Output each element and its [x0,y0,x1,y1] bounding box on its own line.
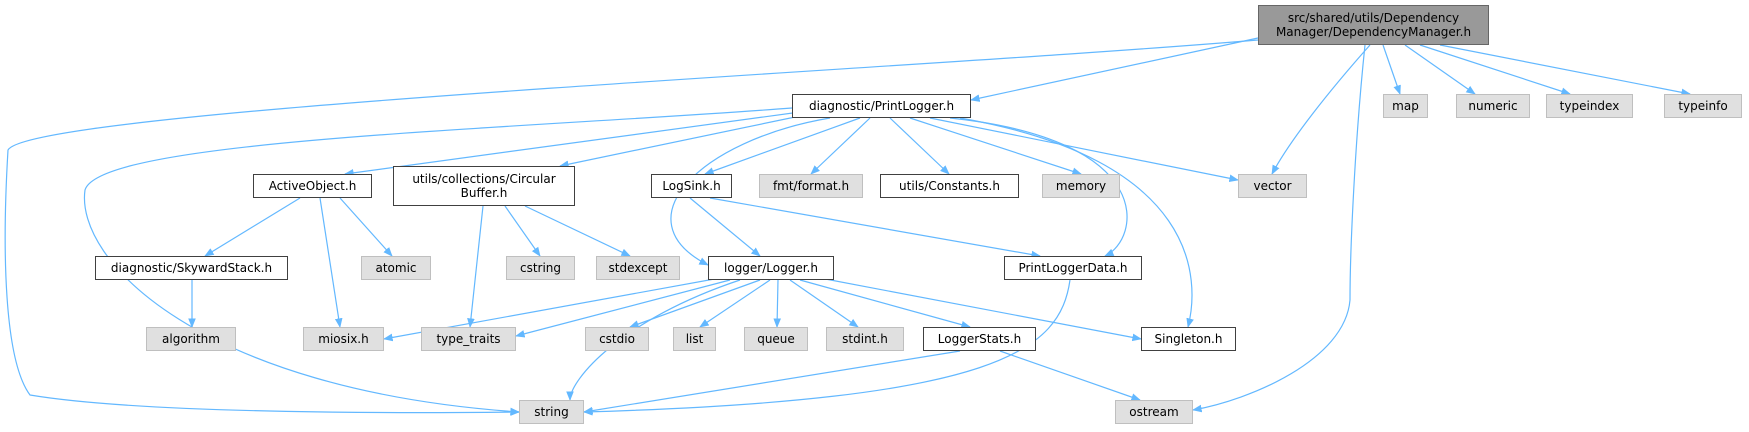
node-label: type_traits [436,332,501,346]
node-logger-stats[interactable]: LoggerStats.h [923,327,1036,351]
node-label: typeinfo [1678,99,1728,113]
dependency-edge [810,117,871,175]
node-label: memory [1055,179,1107,193]
node-circular-buffer[interactable]: utils/collections/Circular Buffer.h [393,166,575,206]
dependency-edge [504,205,541,257]
node-label: queue [757,332,795,346]
dependency-edge [344,111,801,177]
dependency-edge [339,197,393,257]
node-label: logger/Logger.h [724,261,818,275]
node-utils-constants[interactable]: utils/Constants.h [880,174,1019,198]
node-label: LogSink.h [662,179,721,193]
node-vector[interactable]: vector [1238,174,1307,198]
node-stdint[interactable]: stdint.h [826,327,904,351]
node-label: utils/Constants.h [899,179,1000,193]
node-label: Singleton.h [1154,332,1223,346]
node-label: vector [1253,179,1292,193]
node-label: utils/collections/Circular Buffer.h [412,172,556,200]
node-label: string [534,405,569,419]
node-label: src/shared/utils/Dependency Manager/Depe… [1275,11,1472,39]
node-queue[interactable]: queue [744,327,808,351]
node-label: stdint.h [842,332,888,346]
dependency-edge [773,279,782,328]
dependency-edge [524,205,631,257]
node-label: ActiveObject.h [268,179,357,193]
dependency-edge [1382,44,1401,95]
dependency-edge [1271,44,1371,175]
node-type-traits[interactable]: type_traits [421,327,516,351]
dependency-edge [1439,44,1691,97]
node-typeinfo[interactable]: typeinfo [1664,94,1742,118]
node-stdexcept[interactable]: stdexcept [596,256,680,280]
dependency-edge [83,107,793,416]
node-log-sink[interactable]: LogSink.h [651,174,732,198]
node-map[interactable]: map [1383,94,1428,118]
node-label: algorithm [162,332,220,346]
node-numeric[interactable]: numeric [1456,94,1530,118]
node-label: diagnostic/SkywardStack.h [110,261,273,275]
node-algorithm[interactable]: algorithm [146,327,236,351]
dependency-edge [789,279,859,328]
dependency-edge [1192,44,1366,413]
dependency-edge [819,277,1142,342]
node-skyward-stack[interactable]: diagnostic/SkywardStack.h [95,256,288,280]
node-ostream[interactable]: ostream [1115,400,1193,424]
node-label: typeindex [1559,99,1620,113]
dependency-edge [1404,44,1476,95]
dependency-edge [909,117,1082,175]
dependency-edge [689,197,761,257]
dependency-edge [970,37,1259,102]
node-active-object[interactable]: ActiveObject.h [253,174,372,198]
dependency-edge [583,350,961,415]
node-dependency-manager[interactable]: src/shared/utils/Dependency Manager/Depe… [1258,5,1489,45]
node-logger[interactable]: logger/Logger.h [708,256,834,280]
node-print-logger[interactable]: diagnostic/PrintLogger.h [792,94,971,118]
node-label: diagnostic/PrintLogger.h [808,99,955,113]
dependency-edge [709,197,1041,259]
node-atomic[interactable]: atomic [361,256,431,280]
node-cstdio[interactable]: cstdio [585,327,649,351]
node-label: cstring [519,261,562,275]
node-typeindex[interactable]: typeindex [1546,94,1633,118]
node-label: ostream [1129,405,1179,419]
node-label: map [1392,99,1419,113]
node-label: cstdio [599,332,635,346]
node-memory[interactable]: memory [1042,174,1120,198]
node-list[interactable]: list [673,327,716,351]
dependency-edge [319,197,343,328]
dependency-edge [515,279,731,338]
dependency-edge [699,279,771,328]
dependency-edge [559,115,801,168]
node-label: LoggerStats.h [937,332,1022,346]
node-label: fmt/format.h [772,179,850,193]
dependency-edge [929,117,1239,183]
dependency-edge [1419,44,1571,95]
dependency-edge [959,117,1194,328]
node-label: PrintLoggerData.h [1018,261,1128,275]
dependency-edge [4,39,1259,416]
node-cstring[interactable]: cstring [506,256,575,280]
node-print-logger-data[interactable]: PrintLoggerData.h [1004,256,1142,280]
dependency-edge [467,205,484,328]
node-label: stdexcept [608,261,668,275]
node-singleton[interactable]: Singleton.h [1141,327,1236,351]
dependency-edge [999,350,1141,401]
node-miosix[interactable]: miosix.h [303,327,384,351]
node-label: numeric [1468,99,1518,113]
node-label: miosix.h [318,332,369,346]
dependency-edge [704,117,861,175]
node-label: atomic [375,261,417,275]
dependency-edge [204,197,301,257]
dependency-edge [629,279,761,328]
node-label: list [685,332,704,346]
dependency-edge [799,279,971,329]
node-string[interactable]: string [519,400,584,424]
node-fmt-format[interactable]: fmt/format.h [759,174,863,198]
dependency-edge [583,279,1071,416]
dependency-edge [889,117,950,175]
